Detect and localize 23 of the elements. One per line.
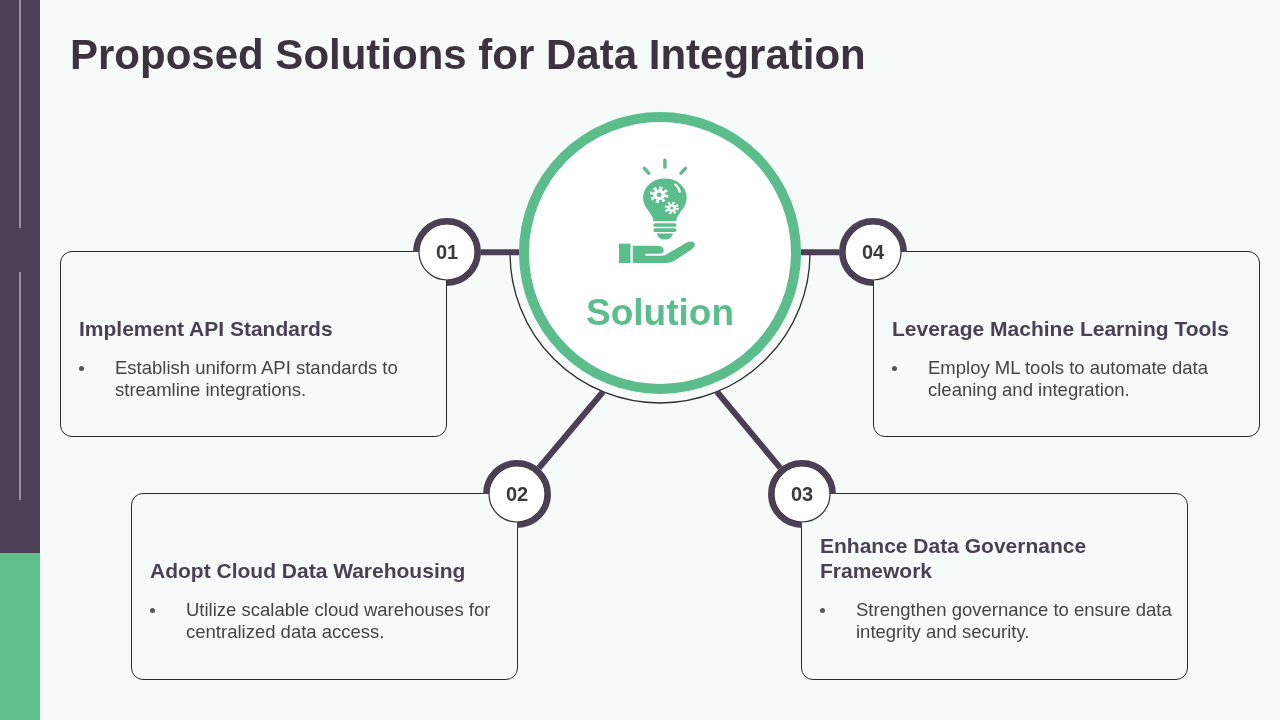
connector-line — [714, 389, 783, 470]
page-title: Proposed Solutions for Data Integration — [70, 30, 866, 80]
card-title: Leverage Machine Learning Tools — [892, 316, 1229, 341]
connector-line — [800, 249, 839, 256]
step-circle — [483, 460, 551, 528]
step-number: 02 — [504, 482, 530, 506]
connector-line — [481, 249, 520, 256]
step-circle — [413, 218, 481, 286]
step-number: 01 — [434, 240, 460, 264]
hub-label: Solution — [585, 293, 735, 333]
card-title: Enhance Data Governance Framework — [820, 533, 1088, 583]
connector-line — [536, 389, 606, 470]
step-number: 03 — [789, 482, 815, 506]
bullet-text: Establish uniform API standards to streamline integrations. — [115, 357, 399, 401]
solution-circle — [519, 112, 801, 394]
bullet-text: Utilize scalable cloud warehouses for centralized data access. — [186, 599, 492, 643]
card-title: Adopt Cloud Data Warehousing — [150, 558, 466, 583]
card-title: Implement API Standards — [79, 316, 333, 341]
bullet-text: Employ ML tools to automate data cleaning and integration. — [928, 357, 1210, 401]
step-number: 04 — [860, 240, 886, 264]
step-circle — [768, 460, 836, 528]
step-circle — [839, 218, 907, 286]
bullet-text: Strengthen governance to ensure data integrity and security. — [856, 599, 1173, 643]
